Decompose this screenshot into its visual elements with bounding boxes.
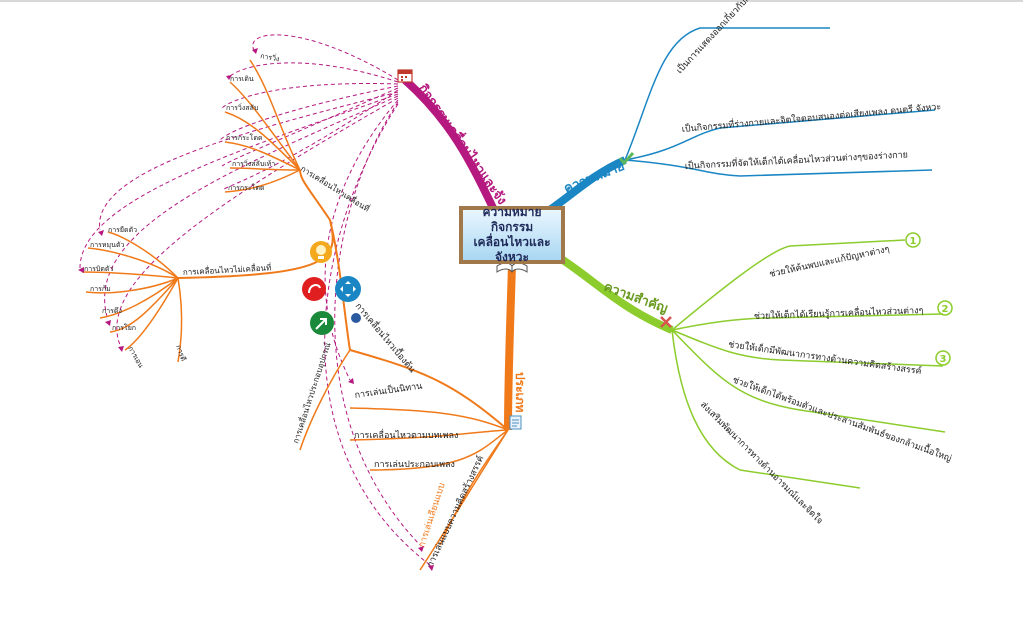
relationship-lines (79, 34, 431, 566)
stationary-item-4: การก้ม (90, 285, 111, 293)
types-item-1: การเล่นเป็นนิทาน (354, 379, 423, 401)
stationary-item-2: การหมุนตัว (90, 241, 124, 249)
moving-item-6: การกระโดด (228, 183, 265, 192)
stationary-item-6: การโยก (112, 323, 136, 332)
moving-items: การวิ่ง การเดิน การวิ่งสลับ การกระโดด กา… (226, 51, 280, 192)
types-item-2: การเคลื่อนไหวตามบทเพลง (354, 428, 458, 441)
moving-item-3: การวิ่งสลับ (226, 103, 258, 112)
number-badges (905, 232, 953, 366)
cross-icon (660, 316, 672, 328)
badge-3-circle (935, 350, 951, 366)
stationary-item-3: การบิดตัว (84, 265, 113, 273)
moving-label: การเคลื่อนไหวเคลื่อนที่ (299, 162, 372, 213)
moving-item-1: การวิ่ง (260, 51, 281, 63)
meaning-labels: ความหมาย เป็นการแสดงออกเกี่ยวกับการเคลื่… (562, 0, 942, 197)
check-icon (618, 151, 635, 166)
activities-label: กิจกรรมเคลื่อนไหวและจัง (415, 80, 512, 208)
moving-item-4: การกระโดด (226, 133, 263, 142)
importance-labels: ความสำคัญ ช่วยให้ค้นพบและแก้ปัญหาต่างๆ ช… (602, 244, 954, 527)
stationary-item-8: การตี (174, 344, 187, 363)
top-border (0, 0, 1023, 2)
moving-item-5: การวิ่งสลับเท้า (232, 159, 275, 168)
badge-1: 1 (910, 236, 917, 247)
badge-1-circle (905, 232, 921, 248)
arrows-icon (335, 276, 361, 302)
export-icon (310, 311, 334, 335)
importance-item-1: ช่วยให้ค้นพบและแก้ปัญหาต่างๆ (768, 244, 890, 280)
badge-3: 3 (940, 354, 947, 365)
arrowheads (78, 48, 434, 571)
moving-item-2: การเดิน (230, 75, 254, 83)
central-topic-line-2: เคลื่อนไหวและจังหวะ (473, 235, 551, 264)
branch-activities (402, 77, 499, 214)
basic-label: การเคลื่อนไหวเบื้องต้น (353, 300, 419, 375)
types-label: ประเภท (513, 372, 527, 413)
meaning-item-2: เป็นกิจกรรมที่ร่างกายและจิตใจตอบสนองต่อเ… (681, 99, 942, 135)
badge-2: 2 (942, 304, 949, 315)
central-topic[interactable]: ความหมายกิจกรรม เคลื่อนไหวและจังหวะ (459, 205, 565, 264)
importance-item-5: ส่งเสริมพัฒนาการทางด้านอารมณ์และจิตใจ (698, 399, 826, 527)
central-topic-line-1: ความหมายกิจกรรม (482, 205, 542, 234)
connector-dot (351, 313, 361, 323)
stationary-item-7: การเอน (126, 345, 145, 369)
document-icon (509, 415, 522, 430)
stationary-items: การยืดตัว การหมุนตัว การบิดตัว การก้ม กา… (84, 226, 187, 369)
meaning-label: ความหมาย (562, 159, 627, 197)
types-item-3: การเล่นประกอบเพลง (374, 460, 455, 470)
meaning-item-1: เป็นการแสดงออกเกี่ยวกับการเคลื่อนไหว (673, 0, 788, 76)
importance-item-2: ช่วยให้เด็กได้เรียนรู้การเคลื่อนไหวส่วนต… (754, 303, 924, 322)
branch-types (81, 59, 516, 571)
refresh-icon (302, 277, 326, 301)
calendar-icon (397, 69, 413, 83)
equipment-label: การเคลื่อนไหวประกอบอุปกรณ์ (289, 340, 332, 444)
badge-2-circle (937, 300, 953, 316)
lightbulb-icon (310, 241, 332, 263)
stationary-item-5: การดึง (102, 306, 122, 315)
importance-item-4: ช่วยให้เด็กได้พร้อมตัวและประสานสัมพันธ์ข… (731, 373, 954, 465)
meaning-item-3: เป็นกิจกรรมที่จัดให้เด็กได้เคลื่อนไหวส่ว… (684, 147, 908, 172)
stationary-item-1: การยืดตัว (108, 226, 137, 234)
